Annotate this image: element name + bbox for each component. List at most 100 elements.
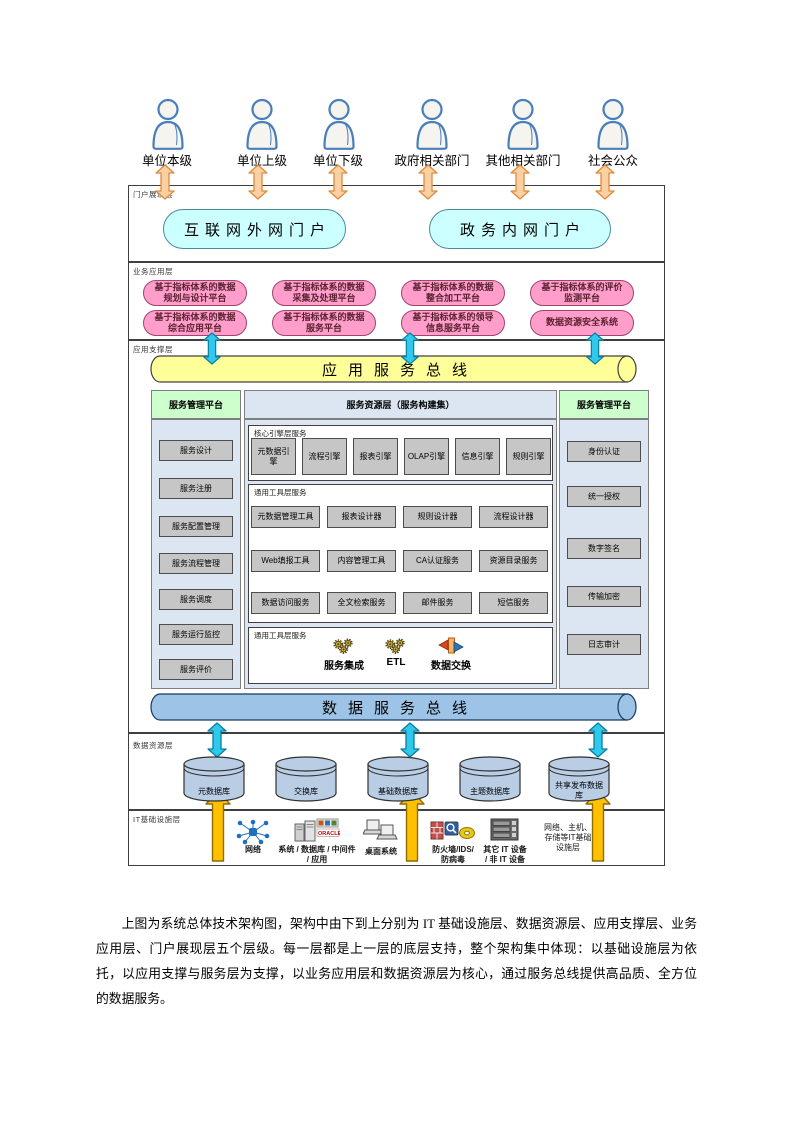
firewall-icon [430, 819, 476, 848]
engine-item: 规则引擎 [506, 438, 551, 475]
tool-item: 数据访问服务 [251, 592, 320, 614]
person-icon [146, 98, 190, 155]
integration-item-label: 数据交换 [431, 661, 471, 672]
core-engine-box: 核心引擎层服务 [248, 425, 553, 481]
person-icon [591, 98, 635, 155]
infra-note: 网络、主机、 存储等IT基础 设施层 [544, 823, 592, 852]
tool-item: 邮件服务 [403, 592, 472, 614]
data-service-bus: 数据服务总线 [150, 693, 639, 721]
business-box: 基于指标体系的数据 服务平台 [272, 310, 376, 336]
layer-label: 数据资源层 [133, 741, 173, 750]
servers-icon: ORACLE [294, 816, 342, 849]
double-arrow-icon [328, 164, 348, 205]
tool-item: 流程设计器 [479, 506, 548, 528]
left-panel-item: 服务调度 [159, 589, 233, 610]
database-label: 基础数据库 [378, 786, 418, 796]
database-label: 元数据库 [198, 786, 230, 796]
tool-item: 规则设计器 [403, 506, 472, 528]
layer-label: 业务应用层 [133, 267, 173, 276]
double-arrow-icon [155, 164, 175, 205]
person-icon [501, 98, 545, 155]
double-arrow-icon [202, 332, 222, 370]
integration-item-label: ETL [386, 657, 406, 668]
right-panel-item: 数字签名 [567, 538, 641, 559]
double-arrow-icon [595, 164, 615, 205]
left-panel-item: 服务流程管理 [159, 553, 233, 574]
left-panel-item: 服务运行监控 [159, 624, 233, 645]
infra-item-label: 网络 [245, 845, 261, 854]
double-arrow-icon [585, 332, 605, 370]
integration-box: 通用工具层服务 [248, 627, 553, 684]
engine-item: 元数据引 擎 [251, 438, 296, 475]
actor-label: 单位本级 [141, 154, 192, 168]
tool-item: CA认证服务 [403, 550, 472, 572]
support-layer-frame: 应用支撑层 应用服务总线 服务管理平台 服务资源层（服务构建集） 服务管理平台 … [128, 340, 665, 733]
infra-item-label: 桌面系统 [365, 847, 397, 856]
left-panel-item: 服务评价 [159, 659, 233, 680]
caption-paragraph: 上图为系统总体技术架构图，架构中由下到上分别为 IT 基础设施层、数据资源层、应… [96, 916, 697, 1006]
rack-icon [489, 818, 521, 847]
business-box: 基于指标体系的数据 整合加工平台 [401, 280, 505, 306]
infra-item-label: 系统 / 数据库 / 中间件 / 应用 [278, 845, 356, 864]
right-panel-item: 身份认证 [567, 441, 641, 462]
database-cylinder: 元数据库 [183, 756, 245, 802]
database-cylinder: 主题数据库 [459, 756, 521, 802]
database-label: 共享发布数据 库 [555, 781, 603, 800]
tool-item: 报表设计器 [327, 506, 396, 528]
business-box: 数据资源安全系统 [530, 310, 634, 336]
portal-box-intranet: 政务内网门户 [429, 209, 611, 249]
business-box: 基于指标体系的领导 信息服务平台 [401, 310, 505, 336]
engine-item: 信息引擎 [455, 438, 500, 475]
resource-panel-header: 服务资源层（服务构建集） [244, 390, 557, 419]
tool-item: 内容管理工具 [327, 550, 396, 572]
integration-item-label: 服务集成 [324, 661, 364, 672]
database-cylinder: 共享发布数据 库 [548, 756, 610, 802]
actor-label: 单位下级 [312, 154, 363, 168]
integration-label: 通用工具层服务 [254, 631, 307, 640]
database-label: 交换库 [294, 786, 318, 796]
layer-label: 门户展现层 [133, 190, 173, 199]
tool-item: Web填报工具 [251, 550, 320, 572]
person-icon [240, 98, 284, 155]
double-arrow-icon [510, 164, 530, 205]
actor-label: 社会公众 [587, 154, 638, 168]
double-arrow-icon [248, 164, 268, 205]
tools-label: 通用工具层服务 [254, 488, 307, 497]
right-panel-item: 日志审计 [567, 634, 641, 655]
actor-label: 政府相关部门 [394, 154, 470, 168]
data-exchange-icon [437, 637, 465, 660]
infra-item-label: 防火墙/IDS/ 防病毒 [432, 845, 474, 864]
desktop-icon [362, 819, 399, 848]
portal-box-internet: 互联网外网门户 [163, 209, 346, 249]
double-arrow-icon [418, 164, 438, 205]
app-service-bus: 应用服务总线 [150, 355, 639, 383]
tool-item: 元数据管理工具 [251, 506, 320, 528]
database-cylinder: 交换库 [275, 756, 337, 802]
double-arrow-icon [588, 722, 608, 763]
tool-item: 资源目录服务 [479, 550, 548, 572]
etl-icon [383, 637, 410, 660]
engine-item: OLAP引擎 [404, 438, 449, 475]
left-panel-item: 服务注册 [159, 478, 233, 499]
up-arrow-icon [205, 790, 231, 867]
left-panel-item: 服务配置管理 [159, 516, 233, 537]
actor-label: 单位上级 [236, 154, 287, 168]
left-panel-header: 服务管理平台 [151, 390, 241, 419]
layer-label: IT基础设施层 [133, 815, 181, 824]
core-engine-label: 核心引擎层服务 [254, 429, 307, 438]
service-integration-icon [331, 637, 358, 660]
business-box: 基于指标体系的数据 规划与设计平台 [143, 280, 247, 306]
engine-item: 流程引擎 [302, 438, 347, 475]
right-panel-item: 统一授权 [567, 486, 641, 507]
right-panel-item: 传输加密 [567, 586, 641, 607]
database-label: 主题数据库 [470, 786, 510, 796]
brand-text: ORACLE [318, 831, 340, 837]
business-box: 基于指标体系的评价 监测平台 [530, 280, 634, 306]
data-service-bus-label: 数据服务总线 [321, 699, 478, 717]
person-icon [410, 98, 454, 155]
infra-item-label: 其它 IT 设备 / 非 IT 设备 [483, 845, 527, 864]
business-layer-frame: 业务应用层 基于指标体系的数据 规划与设计平台 基于指标体系的数据 采集及处理平… [128, 262, 665, 340]
up-arrow-icon [399, 790, 425, 867]
portal-layer-frame: 门户展现层 互联网外网门户 政务内网门户 [128, 185, 665, 262]
